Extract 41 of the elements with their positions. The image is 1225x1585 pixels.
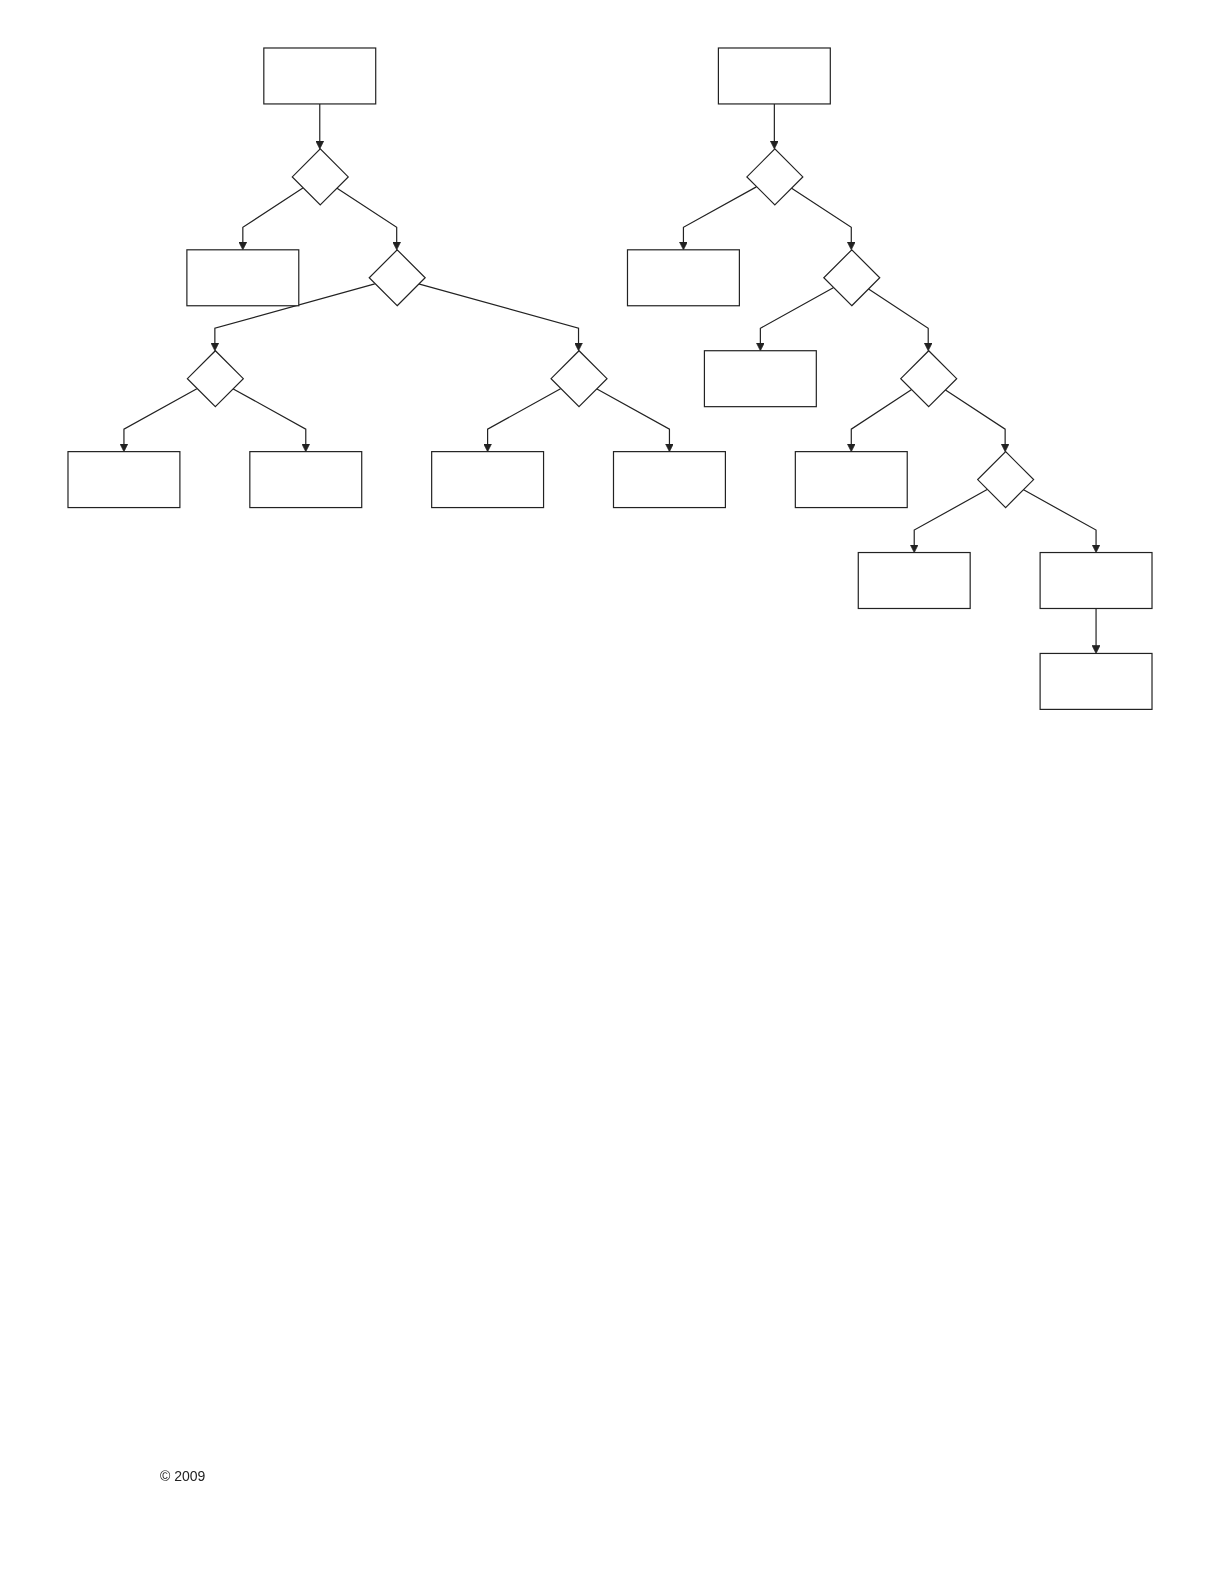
arrow — [846, 389, 912, 453]
arrow — [944, 389, 1010, 453]
node-box — [626, 249, 740, 307]
node-box — [186, 249, 300, 307]
arrow — [790, 187, 856, 251]
arrow — [1022, 488, 1101, 553]
arrow — [418, 283, 583, 352]
node-box — [1039, 652, 1153, 710]
node-diamond — [899, 349, 958, 408]
node-diamond — [976, 450, 1035, 509]
node-box — [717, 47, 831, 105]
node-box — [794, 451, 908, 509]
arrow — [1091, 607, 1101, 654]
node-diamond — [368, 248, 426, 307]
node-box — [612, 451, 726, 509]
arrow — [232, 388, 311, 453]
node-box — [431, 451, 545, 509]
arrow — [755, 287, 834, 352]
arrow — [315, 103, 325, 150]
node-box — [703, 350, 817, 408]
node-box — [857, 551, 971, 610]
arrow — [595, 388, 674, 453]
arrow — [867, 288, 933, 352]
node-box — [263, 47, 377, 105]
copyright-note: © 2009 — [160, 1468, 206, 1484]
arrow — [210, 283, 376, 352]
node-diamond — [291, 148, 350, 206]
arrow — [483, 388, 562, 453]
arrow — [769, 103, 779, 150]
arrow — [679, 186, 757, 251]
node-box — [67, 451, 181, 509]
arrow — [909, 488, 988, 553]
node-box — [249, 451, 363, 509]
node-diamond — [550, 349, 608, 408]
node-diamond — [822, 248, 881, 307]
node-diamond — [186, 349, 245, 408]
node-box — [1039, 551, 1153, 610]
arrow — [119, 388, 198, 453]
arrow — [238, 187, 304, 251]
arrow — [336, 187, 402, 251]
node-diamond — [746, 148, 804, 206]
